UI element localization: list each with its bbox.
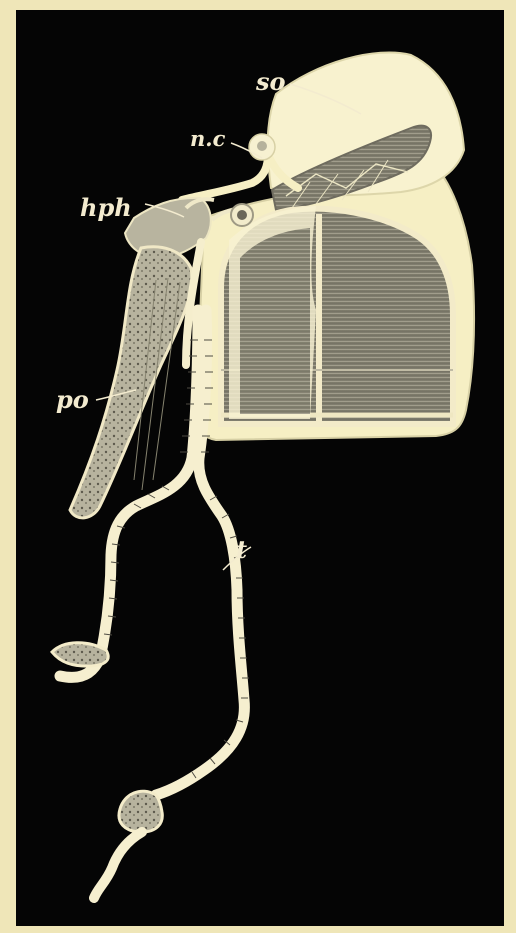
illustration-svg <box>16 10 504 926</box>
label-t: t <box>236 538 247 562</box>
label-nc: n.c <box>190 128 225 149</box>
proboscis-organ <box>70 247 192 518</box>
label-so: so <box>256 70 286 94</box>
anatomical-illustration: so n.c hph po t <box>16 10 504 926</box>
label-po: po <box>56 388 89 412</box>
label-hph: hph <box>80 196 132 220</box>
